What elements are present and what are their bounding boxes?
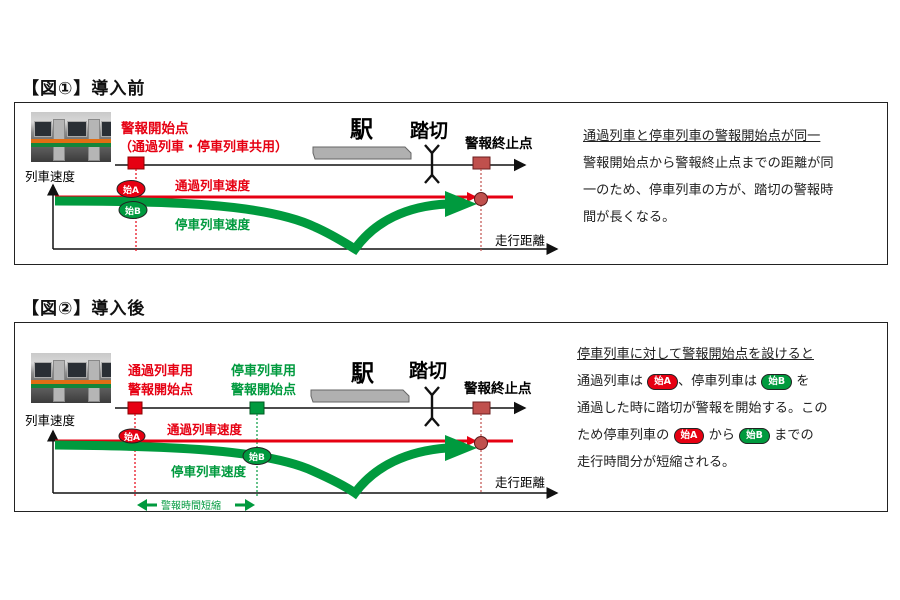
fig2-desc-text: 、停車列車は: [678, 374, 758, 389]
fig2-alarm-end-marker: [472, 401, 491, 415]
fig1-station-label: 駅: [350, 117, 373, 143]
fig1-alarm-start-marker: [127, 156, 145, 170]
fig2-x-axis-label: 走行距離: [495, 475, 546, 490]
fig1-end-point: [474, 192, 488, 206]
desc-badge-b: 始B: [761, 374, 793, 390]
fig2-shortened-arrow: [137, 498, 255, 511]
fig1-description: 通過列車と停車列車の警報開始点が同一 警報開始点から警報終止点までの距離が同 一…: [583, 123, 834, 231]
fig2-alarm-end-label: 警報終止点: [464, 380, 532, 397]
fig2-stop-alarm-marker: [249, 401, 265, 415]
fig2-title: 【図②】導入後: [22, 299, 146, 319]
fig2-desc-line: 通過した時に踏切が警報を開始する。この: [577, 401, 828, 416]
fig2-desc-text: ため停車列車の: [577, 428, 670, 443]
desc-badge-a: 始A: [647, 374, 678, 390]
fig1-stop-speed-curve: [54, 196, 453, 255]
fig2-desc-text: 通過列車は: [577, 374, 643, 389]
fig1-alarm-end-label: 警報終止点: [465, 135, 533, 152]
fig2-stop-alarm-label: 停車列車用: [231, 363, 296, 379]
fig1-alarm-start-sublabel: （通過列車・停車列車共用）: [119, 139, 288, 155]
fig1-diagram: 駅 踏切 警報開始点 （通過列車・停車列車共用） 警報終止点 列車速度 走行距離: [25, 117, 559, 255]
fig2-pass-alarm-marker: [127, 401, 143, 415]
fig2-crossing-label: 踏切: [409, 360, 447, 382]
fig1-alarm-end-marker: [472, 156, 491, 170]
fig2-pass-speed-label: 通過列車速度: [167, 422, 243, 437]
fig1-y-axis-label: 列車速度: [25, 169, 76, 184]
fig2-desc-text: から: [708, 428, 735, 443]
fig2-shortened-label: 警報時間短縮: [161, 499, 221, 511]
fig2-badge-b-label: 始B: [249, 451, 265, 463]
fig1-desc-line: 通過列車と停車列車の警報開始点が同一: [583, 129, 821, 144]
fig2-pass-arrowhead: [467, 436, 477, 446]
fig1-badge-b: [118, 201, 148, 219]
fig1-train-photo: [31, 112, 111, 162]
fig2-desc-text: までの: [774, 428, 814, 443]
fig2-stop-speed-curve: [54, 440, 453, 500]
desc-badge-a: 始A: [673, 428, 705, 444]
fig1-platform: [312, 146, 412, 160]
desc-badge-b: 始B: [739, 428, 770, 444]
fig1-desc-line: 警報開始点から警報終止点までの距離が同: [583, 156, 834, 171]
fig2-pass-alarm-sublabel: 警報開始点: [128, 382, 193, 398]
fig1-alarm-start-label: 警報開始点: [121, 120, 189, 137]
fig1-title: 【図①】導入前: [22, 79, 146, 99]
fig2-train-photo: [31, 353, 111, 403]
fig2-desc-line: 通過列車は 始A、停車列車は 始B を: [577, 368, 828, 395]
fig1-desc-line: 間が長くなる。: [583, 210, 676, 225]
fig2-crossing-symbol: [424, 386, 440, 427]
fig2-stop-arrowhead: [445, 435, 477, 461]
fig1-stop-arrowhead: [445, 191, 477, 217]
fig2-end-point: [474, 436, 488, 450]
fig1-x-axis-label: 走行距離: [495, 233, 546, 248]
fig2-diagram: 駅 踏切 通過列車用 警報開始点 停車列車用 警報開始点 警報終止点 列車速度 …: [25, 360, 559, 511]
fig2-description: 停車列車に対して警報開始点を設けると 通過列車は 始A、停車列車は 始B を 通…: [577, 341, 828, 476]
fig1-panel: 駅 踏切 警報開始点 （通過列車・停車列車共用） 警報終止点 列車速度 走行距離: [14, 102, 888, 265]
fig2-badge-a-label: 始A: [124, 431, 140, 443]
fig2-stop-alarm-sublabel: 警報開始点: [231, 382, 296, 398]
fig2-pass-alarm-label: 通過列車用: [128, 363, 193, 379]
fig2-panel: 駅 踏切 通過列車用 警報開始点 停車列車用 警報開始点 警報終止点 列車速度 …: [14, 322, 888, 512]
fig1-pass-speed-label: 通過列車速度: [175, 178, 251, 193]
fig2-desc-line: ため停車列車の 始A から 始B までの: [577, 422, 828, 449]
fig1-desc-line: 一のため、停車列車の方が、踏切の警報時: [583, 183, 834, 198]
fig2-station-label: 駅: [351, 361, 374, 387]
fig2-platform: [310, 389, 410, 403]
fig2-stop-speed-label: 停車列車速度: [171, 464, 247, 479]
fig1-crossing-symbol: [424, 144, 440, 184]
fig1-crossing-label: 踏切: [410, 120, 448, 142]
fig2-badge-a: [118, 428, 146, 444]
fig2-y-axis-label: 列車速度: [25, 413, 76, 428]
fig1-badge-a: [116, 180, 146, 198]
fig1-badge-b-label: 始B: [125, 205, 141, 217]
fig1-pass-arrowhead: [467, 192, 477, 202]
fig1-badge-a-label: 始A: [123, 184, 139, 196]
fig2-desc-line: 停車列車に対して警報開始点を設けると: [577, 347, 814, 362]
fig2-badge-b: [242, 447, 272, 465]
fig1-stop-speed-label: 停車列車速度: [175, 217, 251, 232]
fig2-desc-line: 走行時間分が短縮される。: [577, 455, 736, 470]
fig2-desc-text: を: [796, 374, 810, 389]
